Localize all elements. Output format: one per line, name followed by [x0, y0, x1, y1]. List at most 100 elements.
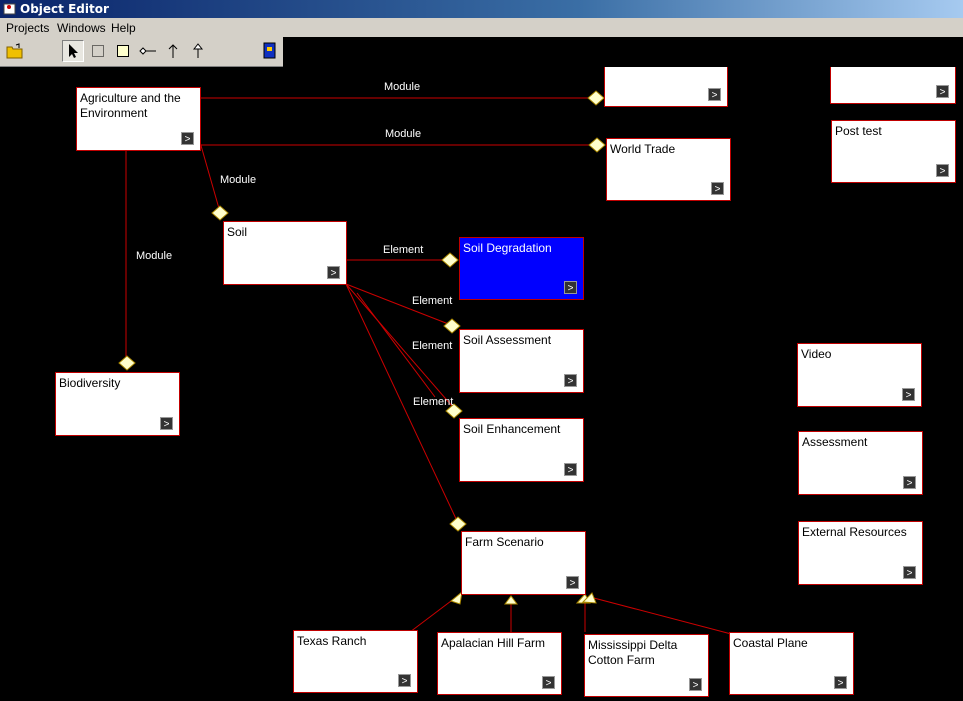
node-label: Farm Scenario: [465, 535, 544, 549]
link-diamond[interactable]: [211, 205, 229, 221]
node-label: Texas Ranch: [297, 634, 367, 648]
add-node-button[interactable]: [112, 40, 134, 62]
open-node-button[interactable]: >: [711, 182, 724, 195]
node-apalacian-hill-farm[interactable]: Apalacian Hill Farm >: [437, 632, 562, 695]
link-label-element: Element: [412, 295, 453, 307]
node-label: World Trade: [610, 142, 676, 156]
node-soil-assessment[interactable]: Soil Assessment >: [459, 329, 584, 393]
link-diamond[interactable]: [449, 516, 467, 532]
open-node-button[interactable]: >: [564, 463, 577, 476]
node-mississippi-delta[interactable]: Mississippi Delta Cotton Farm >: [584, 634, 709, 697]
link-diamond[interactable]: [441, 252, 459, 268]
link-diamond[interactable]: [445, 403, 463, 419]
link-label-module: Module: [385, 128, 422, 140]
menu-projects[interactable]: Projects: [6, 21, 50, 35]
node-external-resources[interactable]: External Resources >: [798, 521, 923, 585]
link-diamond[interactable]: [588, 137, 606, 153]
diamond-link-icon: [139, 47, 156, 55]
open-node-button[interactable]: >: [936, 164, 949, 177]
open-node-button[interactable]: >: [398, 674, 411, 687]
link-label-element: Element: [413, 396, 454, 408]
menu-help[interactable]: Help: [111, 21, 136, 35]
up-arrow-icon: [168, 44, 178, 58]
toolbar: [0, 37, 283, 67]
node-post-test[interactable]: Post test >: [831, 120, 956, 183]
node-assessment[interactable]: Assessment >: [798, 431, 923, 495]
open-node-button[interactable]: >: [566, 576, 579, 589]
open-node-button[interactable]: >: [564, 374, 577, 387]
open-project-button[interactable]: [4, 40, 26, 62]
link-label-module: Module: [220, 174, 257, 186]
add-inheritance-button[interactable]: [187, 40, 209, 62]
link-line[interactable]: [345, 283, 453, 407]
node-label: Soil: [227, 225, 248, 239]
open-node-button[interactable]: >: [936, 85, 949, 98]
node-label: Assessment: [802, 435, 868, 449]
link-line[interactable]: [409, 597, 456, 633]
link-line[interactable]: [589, 596, 736, 636]
marquee-tool-button[interactable]: [87, 40, 109, 62]
arrow-cursor-icon: [69, 44, 78, 58]
node-label: Soil Enhancement: [463, 422, 561, 436]
link-diamond[interactable]: [443, 318, 461, 334]
add-arrow-button[interactable]: [162, 40, 184, 62]
app-icon: [3, 3, 16, 15]
hollow-up-arrow-icon: [192, 43, 204, 58]
open-node-button[interactable]: >: [160, 417, 173, 430]
node-label: Post test: [835, 124, 882, 138]
inheritance-arrow[interactable]: [581, 592, 597, 604]
node-unnamed-top-right[interactable]: >: [830, 67, 956, 104]
inheritance-arrow[interactable]: [504, 595, 518, 605]
open-node-button[interactable]: >: [903, 566, 916, 579]
select-tool-button[interactable]: [62, 40, 84, 62]
book-button[interactable]: [258, 40, 280, 62]
diagram-canvas[interactable]: Module Module Module Module Element Elem…: [0, 67, 963, 701]
node-soil-degradation[interactable]: Soil Degradation >: [459, 237, 584, 300]
link-label-element: Element: [412, 340, 453, 352]
node-video[interactable]: Video >: [797, 343, 922, 407]
link-line[interactable]: [199, 141, 221, 213]
links-layer: [118, 90, 736, 636]
node-soil[interactable]: Soil >: [223, 221, 347, 285]
inheritance-arrow[interactable]: [449, 590, 463, 605]
node-label: Coastal Plane: [733, 636, 808, 650]
open-node-button[interactable]: >: [181, 132, 194, 145]
node-label: Biodiversity: [59, 376, 121, 390]
open-node-button[interactable]: >: [564, 281, 577, 294]
menu-windows[interactable]: Windows: [57, 21, 106, 35]
link-line[interactable]: [345, 283, 459, 524]
node-coastal-plane[interactable]: Coastal Plane >: [729, 632, 854, 695]
link-line[interactable]: [345, 283, 452, 326]
menu-bar: Projects Windows Help: [0, 18, 963, 37]
open-node-button[interactable]: >: [542, 676, 555, 689]
node-label: Agriculture and the Environment: [80, 91, 181, 120]
node-label: External Resources: [802, 525, 907, 539]
add-link-button[interactable]: [137, 40, 159, 62]
node-unnamed-top[interactable]: >: [604, 67, 728, 107]
link-label-element: Element: [383, 244, 424, 256]
node-farm-scenario[interactable]: Farm Scenario >: [461, 531, 586, 595]
node-biodiversity[interactable]: Biodiversity >: [55, 372, 180, 436]
node-texas-ranch[interactable]: Texas Ranch >: [293, 630, 418, 693]
dotted-rectangle-icon: [92, 45, 104, 57]
node-world-trade[interactable]: World Trade >: [606, 138, 731, 201]
node-label: Mississippi Delta Cotton Farm: [588, 638, 678, 667]
open-node-button[interactable]: >: [689, 678, 702, 691]
window-title: Object Editor: [20, 2, 109, 16]
node-label: Video: [801, 347, 832, 361]
node-agriculture[interactable]: Agriculture and the Environment >: [76, 87, 201, 151]
link-diamond[interactable]: [118, 355, 136, 371]
link-diamond[interactable]: [587, 90, 605, 106]
link-label-module: Module: [136, 250, 173, 262]
rectangle-icon: [117, 45, 129, 57]
open-node-button[interactable]: >: [834, 676, 847, 689]
node-soil-enhancement[interactable]: Soil Enhancement >: [459, 418, 584, 482]
open-node-button[interactable]: >: [327, 266, 340, 279]
open-node-button[interactable]: >: [903, 476, 916, 489]
link-line[interactable]: [356, 292, 436, 398]
open-node-button[interactable]: >: [708, 88, 721, 101]
link-label-module: Module: [384, 81, 421, 93]
node-label: Apalacian Hill Farm: [441, 636, 546, 650]
node-label: Soil Degradation: [463, 241, 552, 255]
open-node-button[interactable]: >: [902, 388, 915, 401]
